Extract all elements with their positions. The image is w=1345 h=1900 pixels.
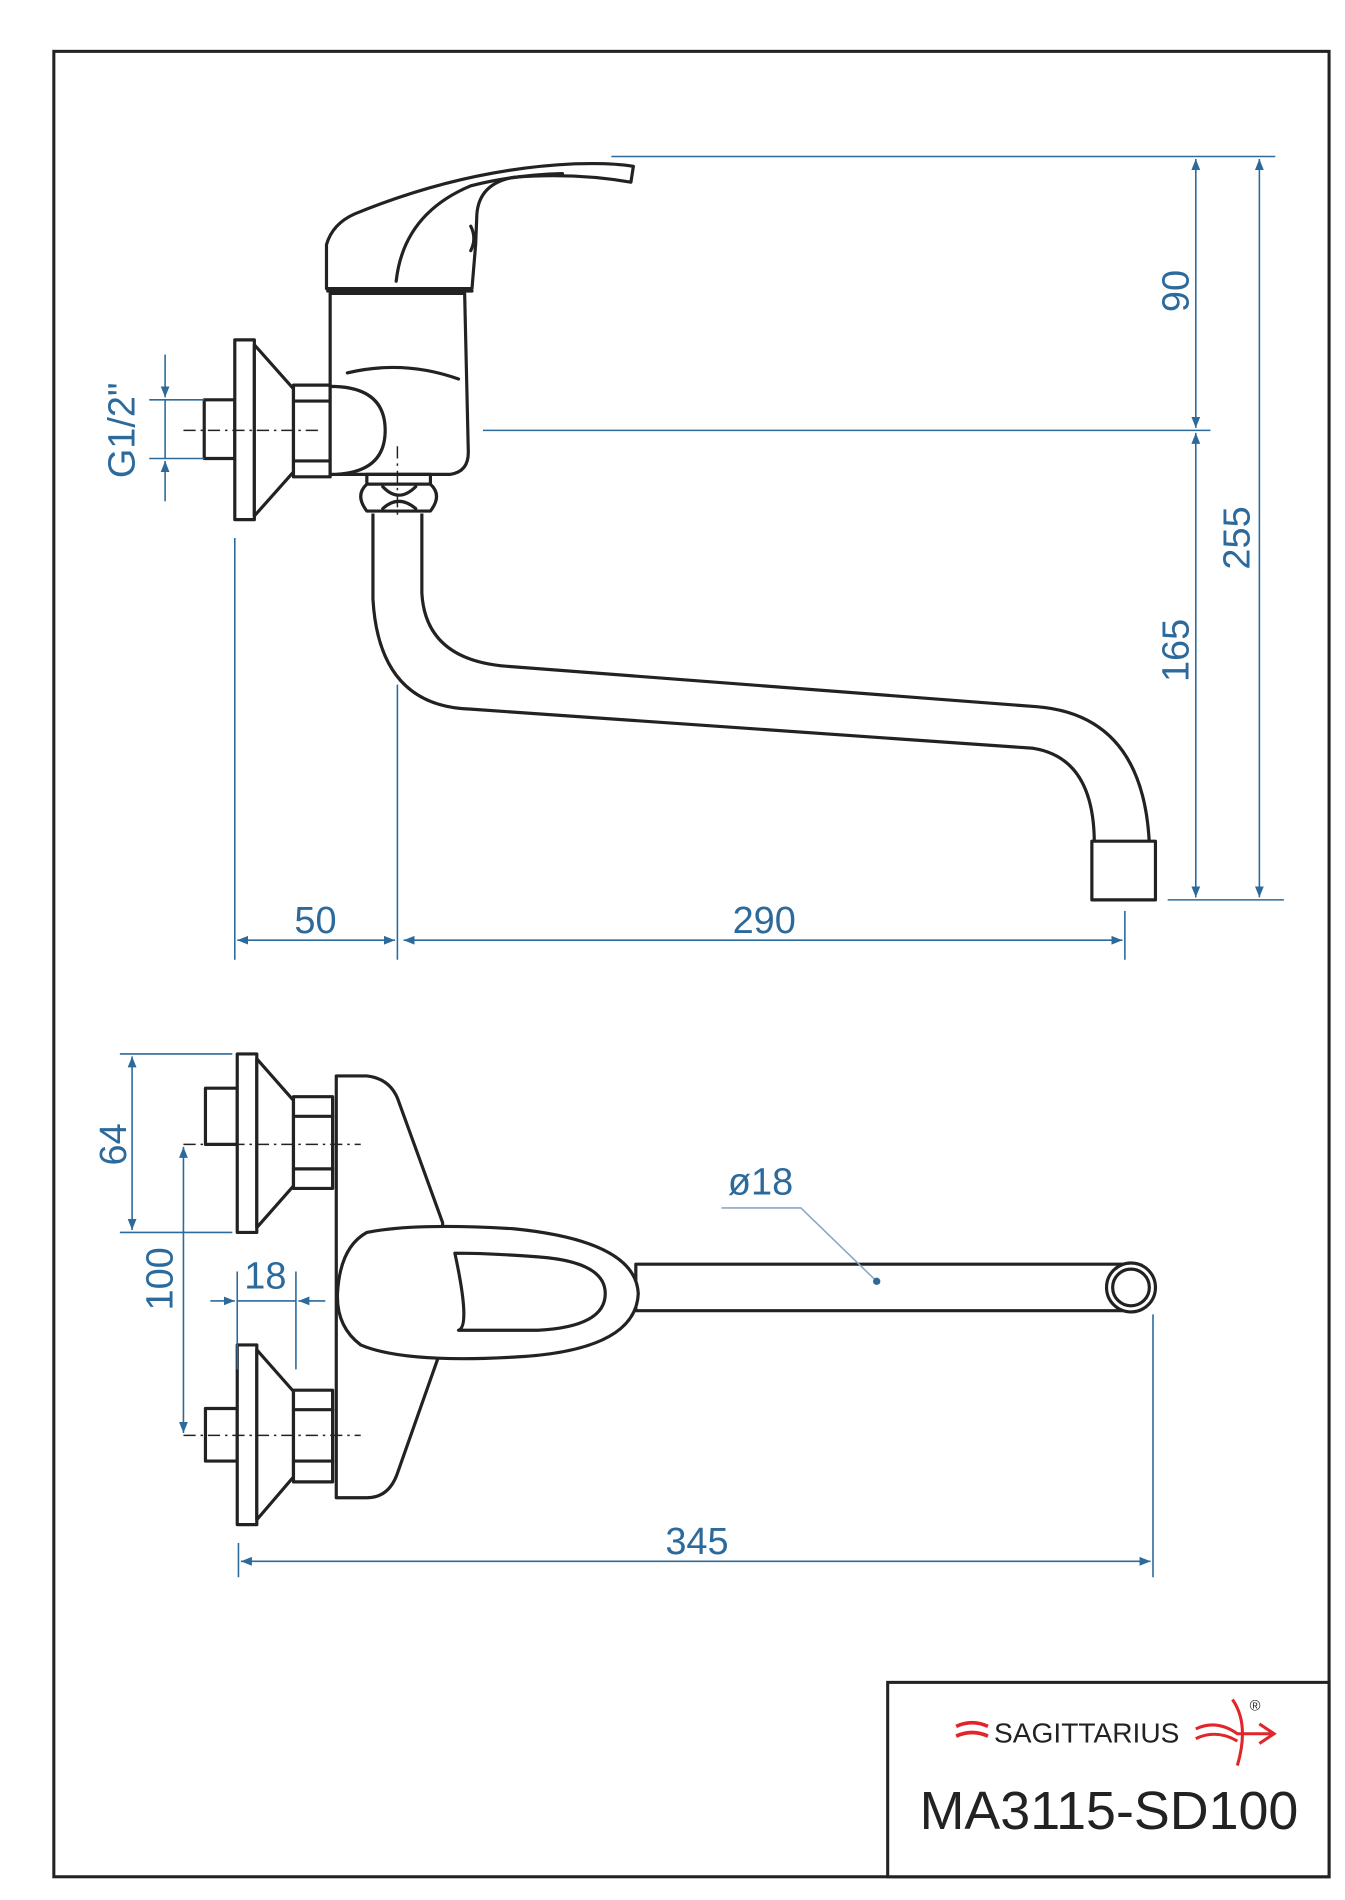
- drawing-frame: [52, 49, 1331, 1879]
- dim-pipe-diameter: ø18: [728, 1162, 793, 1204]
- dim-290: 290: [733, 900, 796, 942]
- dim-90: 90: [1155, 270, 1197, 312]
- faucet-top-view: [183, 1052, 1158, 1527]
- brand-name: SAGITTARIUS: [994, 1717, 1179, 1748]
- dim-100: 100: [139, 1247, 181, 1310]
- model-number: MA3115-SD100: [920, 1781, 1299, 1841]
- dim-345: 345: [665, 1521, 728, 1563]
- brand-logo: SAGITTARIUS ®: [955, 1698, 1277, 1766]
- dim-255: 255: [1217, 506, 1259, 569]
- top-view-dimensions: 64 100 18 ø18 345: [93, 1053, 1154, 1578]
- dim-165: 165: [1155, 619, 1197, 682]
- side-view-dimensions: 90 165 255 G1/2" 50 290: [102, 155, 1284, 960]
- dim-18: 18: [244, 1256, 286, 1298]
- dim-thread: G1/2": [102, 383, 144, 479]
- title-block: SAGITTARIUS ® MA3115-SD100: [886, 1680, 1331, 1879]
- faucet-side-view: [183, 161, 1158, 902]
- registered-mark: ®: [1250, 1698, 1261, 1714]
- dim-64: 64: [93, 1123, 135, 1165]
- dim-50: 50: [294, 900, 336, 942]
